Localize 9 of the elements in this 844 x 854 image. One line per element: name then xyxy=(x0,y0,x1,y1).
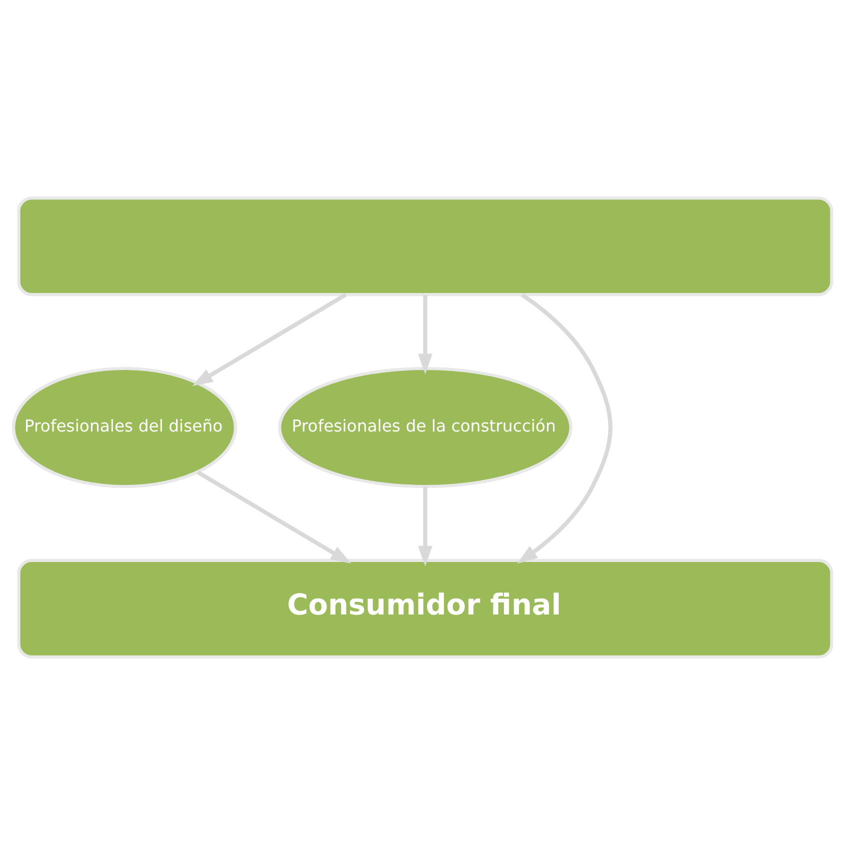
arrow xyxy=(516,292,612,564)
node-ellipse: Profesionales de la construcción xyxy=(278,366,572,488)
node-box: Consumidor final xyxy=(16,558,833,658)
arrow xyxy=(196,470,351,564)
arrow xyxy=(192,292,346,386)
node-box xyxy=(16,196,833,296)
node-ellipse: Profesionales del diseño xyxy=(11,366,236,488)
arrow xyxy=(418,486,432,566)
arrow xyxy=(418,294,432,374)
